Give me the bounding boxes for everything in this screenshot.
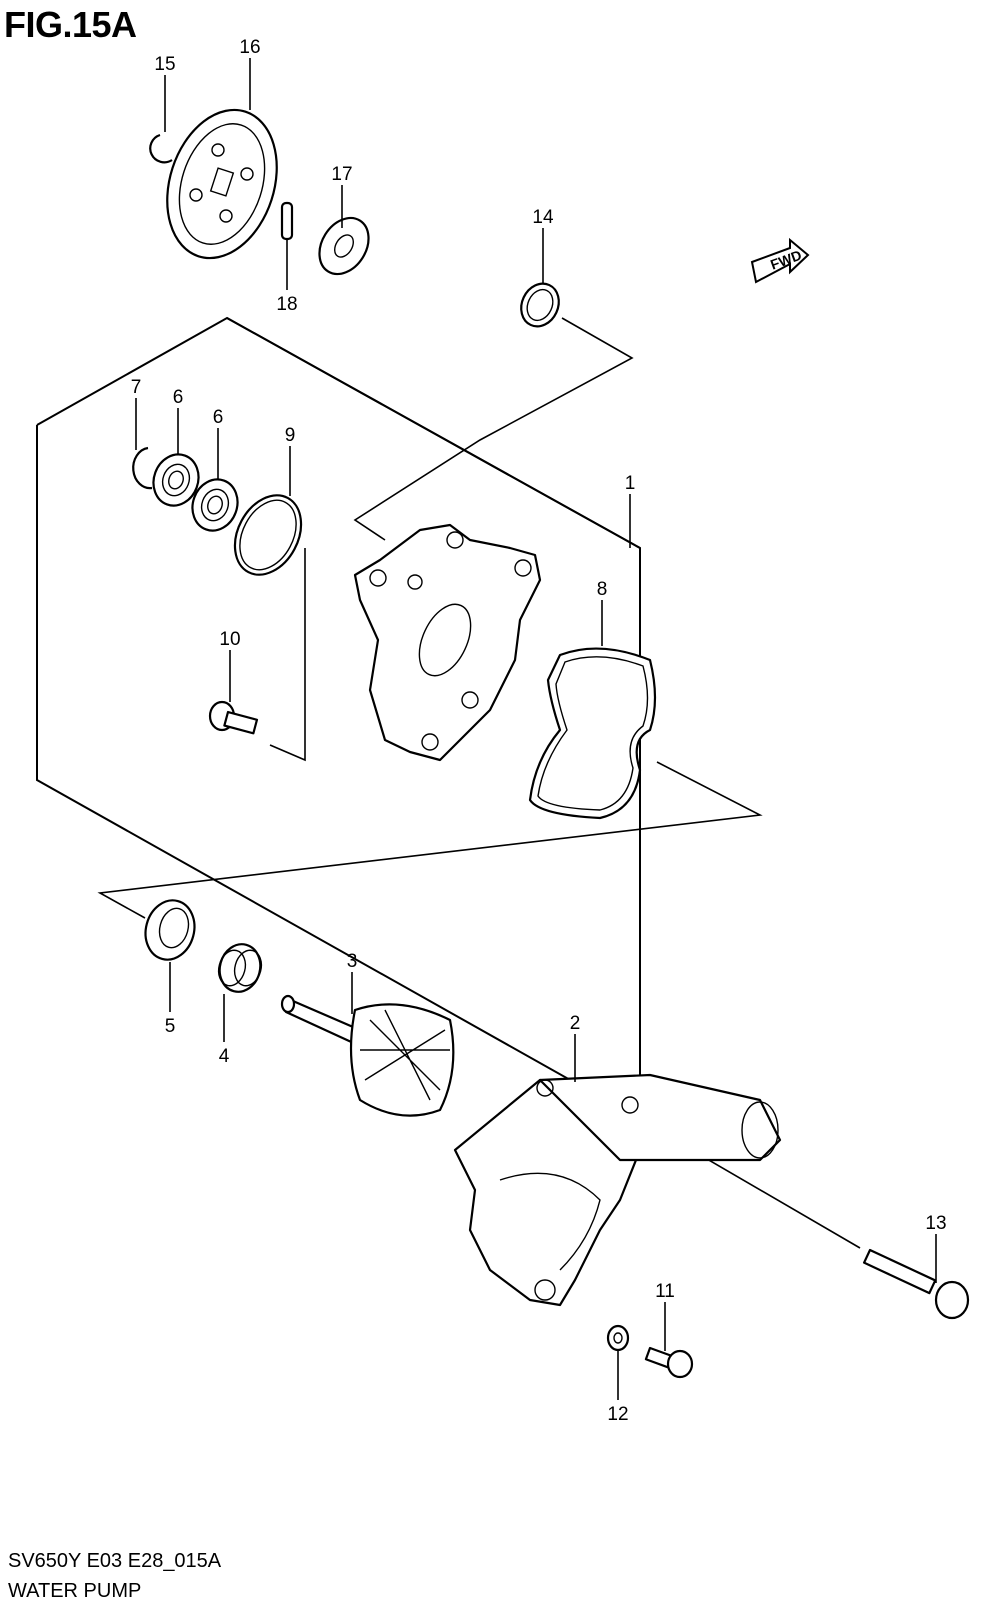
callout-16: 16 [239,37,260,58]
callout-15: 15 [154,54,175,75]
callout-17: 17 [331,164,352,185]
callout-14: 14 [532,207,554,228]
callout-labels: 16 15 17 18 14 7 6 6 9 1 8 10 3 5 4 2 13… [131,37,947,1425]
part-5-oil-seal[interactable] [139,895,201,965]
callout-6-inner: 6 [213,407,224,428]
leader-lines [135,58,937,1400]
callout-2: 2 [570,1013,581,1034]
diagram-code: SV650Y E03 E28_015A [8,1550,222,1572]
fwd-badge-text: FWD [768,247,803,273]
callout-3: 3 [347,951,358,972]
part-15-circlip[interactable] [149,133,173,164]
figure-title: FIG.15A [4,4,137,45]
part-8-gasket[interactable] [528,647,657,820]
callout-18: 18 [276,294,297,315]
callout-1: 1 [625,473,636,494]
part-14-o-ring[interactable] [514,277,565,332]
callout-6-outer: 6 [173,387,184,408]
part-4-mechanical-seal[interactable] [214,940,265,997]
guide-lines [97,317,861,1249]
callout-12: 12 [607,1404,628,1425]
part-12-washer[interactable] [606,1324,630,1352]
part-9-o-ring[interactable] [222,484,314,586]
part-7-circlip[interactable] [132,446,153,490]
callout-5: 5 [165,1016,176,1037]
assembly-frame [36,316,641,1110]
part-18-dowel-pin[interactable] [280,201,294,241]
forward-direction-badge: FWD [750,237,810,284]
part-3-impeller-shaft[interactable] [280,994,455,1117]
part-6-bearing-outer[interactable] [146,448,205,512]
part-11-bolt[interactable] [644,1346,694,1379]
part-10-bolt[interactable] [208,700,259,735]
callout-4: 4 [219,1046,230,1067]
callout-11: 11 [655,1281,675,1302]
callout-10: 10 [219,629,240,650]
part-1-pump-body-plate[interactable] [353,523,542,762]
part-16-pump-sprocket[interactable] [149,96,295,273]
diagram-name: WATER PUMP [8,1580,142,1602]
part-17-washer[interactable] [309,209,378,283]
part-13-bolt[interactable] [862,1248,970,1320]
callout-8: 8 [597,579,608,600]
callout-13: 13 [925,1213,946,1234]
callout-9: 9 [285,425,296,446]
callout-7: 7 [131,377,142,398]
part-2-pump-cover[interactable] [453,1073,782,1307]
part-6-bearing-inner[interactable] [185,473,244,537]
